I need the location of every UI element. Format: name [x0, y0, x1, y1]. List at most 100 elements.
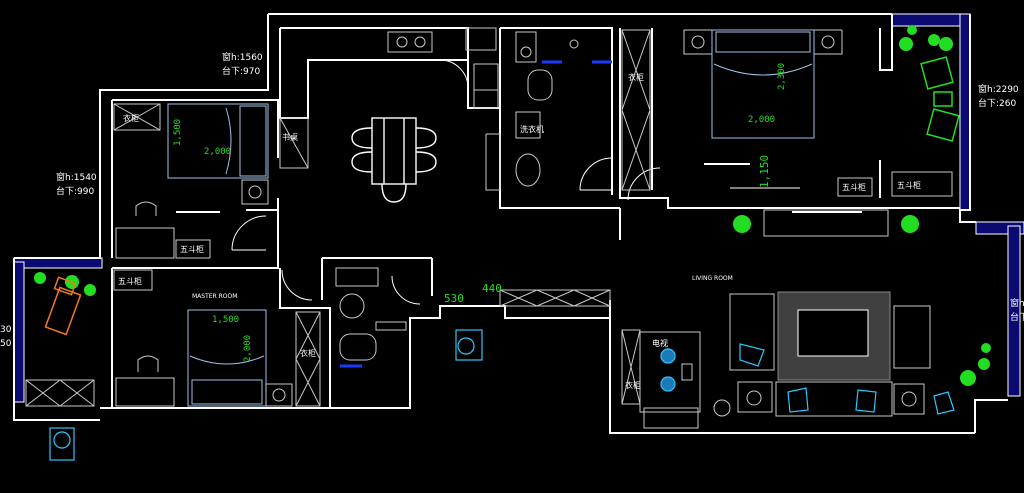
door-arc-master-bath [391, 275, 421, 305]
kitchen-sink [465, 27, 497, 51]
bath-shelf [515, 31, 537, 63]
bed-right-pillows [715, 31, 811, 53]
cushion-armchair [739, 343, 765, 367]
dim-right-room-height: 1,150 [758, 155, 771, 188]
drawer-chest-small [175, 239, 211, 259]
door-arc-kitchen [439, 59, 469, 89]
window-right-lower [1007, 225, 1021, 397]
dim-bed-right-depth: 2,300 [777, 63, 787, 90]
bed-right [711, 29, 815, 139]
label-wardrobe-small: 衣柜 [123, 113, 139, 123]
label-wardrobe-living: 衣柜 [625, 380, 641, 390]
bedside-small [241, 179, 269, 205]
bedside-lamp-right-1 [691, 35, 705, 49]
side-table-right [893, 383, 925, 415]
label-wardrobe-right: 衣柜 [628, 72, 644, 82]
dim-hall-b: 440 [482, 282, 502, 295]
balcony-chair-1 [920, 56, 954, 90]
label-wardrobe-master: 衣柜 [300, 348, 316, 358]
dim-bed-master-depth: 2,000 [243, 335, 253, 362]
bath-cabinet [515, 111, 541, 139]
master-basin [339, 293, 365, 319]
balcony-table [933, 91, 953, 107]
shoe-cabinet-diagonal [279, 117, 309, 169]
wall-bath-left [499, 28, 620, 209]
wardrobe-right-x4 [621, 109, 651, 191]
desk-living [639, 331, 701, 413]
window-note-right-sill: 台下:260 [978, 97, 1016, 109]
wall-left-upper [14, 14, 269, 259]
living-cabinet-x2 [621, 329, 641, 405]
chair-right-2 [415, 151, 437, 173]
dim-bed-small-depth: 1,500 [173, 119, 183, 146]
bedside-lamp-small [248, 185, 262, 199]
window-note-left-sill: 台下:990 [56, 185, 94, 197]
window-left-top [13, 257, 103, 269]
dim-bed-right-width: 2,000 [748, 115, 775, 125]
figure-left-body [49, 427, 75, 461]
bathroom-top [515, 31, 579, 187]
bed-small-pillows [239, 105, 267, 177]
door-arc-bedroom-left [231, 215, 267, 251]
window-note-top-h: 窗h:1560 [222, 51, 263, 63]
bed-small [167, 103, 269, 179]
wall-master-right [279, 268, 331, 408]
figures [49, 329, 483, 461]
bedside-master [265, 383, 293, 407]
cushion-sofa-right [855, 389, 877, 413]
wardrobe-small-x2 [113, 103, 161, 131]
label-drawer-right: 五斗柜 [842, 182, 866, 192]
armchair-right [893, 305, 931, 369]
walls [13, 13, 1008, 434]
living-pouf-1 [660, 348, 676, 364]
master-bath [335, 267, 407, 361]
bedroom-right [621, 29, 953, 197]
bed-master-pillows [191, 379, 263, 405]
side-lamp-right [901, 391, 917, 407]
bath-shelf-circle [520, 46, 532, 58]
door-swings [231, 59, 661, 305]
hall-cabinet-x4 [536, 289, 575, 307]
balcony-cabinet-x2 [25, 379, 61, 407]
window-top-right [891, 13, 969, 27]
drawer-chest-master [113, 269, 153, 291]
dim-bed-small-width: 2,000 [204, 147, 231, 157]
coffee-table [797, 309, 869, 357]
label-drawer-small: 五斗柜 [180, 244, 204, 254]
wall-bath [500, 27, 613, 195]
cushions [660, 343, 955, 415]
room-labels: MASTER ROOM LIVING ROOM [192, 275, 733, 300]
lounge-chair-body [44, 286, 82, 336]
plant-living-1 [733, 215, 751, 233]
window-note-top-sill: 台下:970 [222, 65, 260, 77]
wardrobe-master-x2 [295, 311, 321, 360]
bed-right-blanket [713, 63, 813, 76]
wardrobe-right-x2 [621, 29, 651, 111]
plant-living-2 [901, 215, 919, 233]
door-arc-bath [579, 157, 613, 191]
hall-cabinet-x6 [573, 289, 611, 307]
bed-small-blanket [225, 107, 232, 175]
room-label-living: LIVING ROOM [692, 275, 733, 282]
balcony-right-top [920, 56, 960, 142]
corridor-cabinet [279, 117, 309, 169]
label-drawer-master: 五斗柜 [118, 276, 142, 286]
window-note-left-edge-a: 30 [0, 325, 12, 335]
plant-3 [939, 37, 953, 51]
wall-right [959, 14, 976, 223]
living-tv-cabinet [763, 209, 889, 237]
wall-bedroom-left-top [112, 99, 279, 158]
balcony-cabinet-right [891, 171, 953, 197]
stove-burner-2 [414, 36, 426, 48]
side-table-left [737, 381, 773, 413]
window-note-right-bottom-sill: 台下 [1010, 311, 1024, 323]
living-room [499, 209, 931, 429]
sofa [775, 381, 893, 417]
kitchen [387, 27, 501, 191]
plant-8 [34, 272, 46, 284]
lounge-chair [44, 276, 82, 336]
cushion-corner [933, 391, 955, 415]
fridge [473, 63, 499, 109]
plant-5 [960, 370, 976, 386]
drawer-chest-right [837, 177, 873, 197]
